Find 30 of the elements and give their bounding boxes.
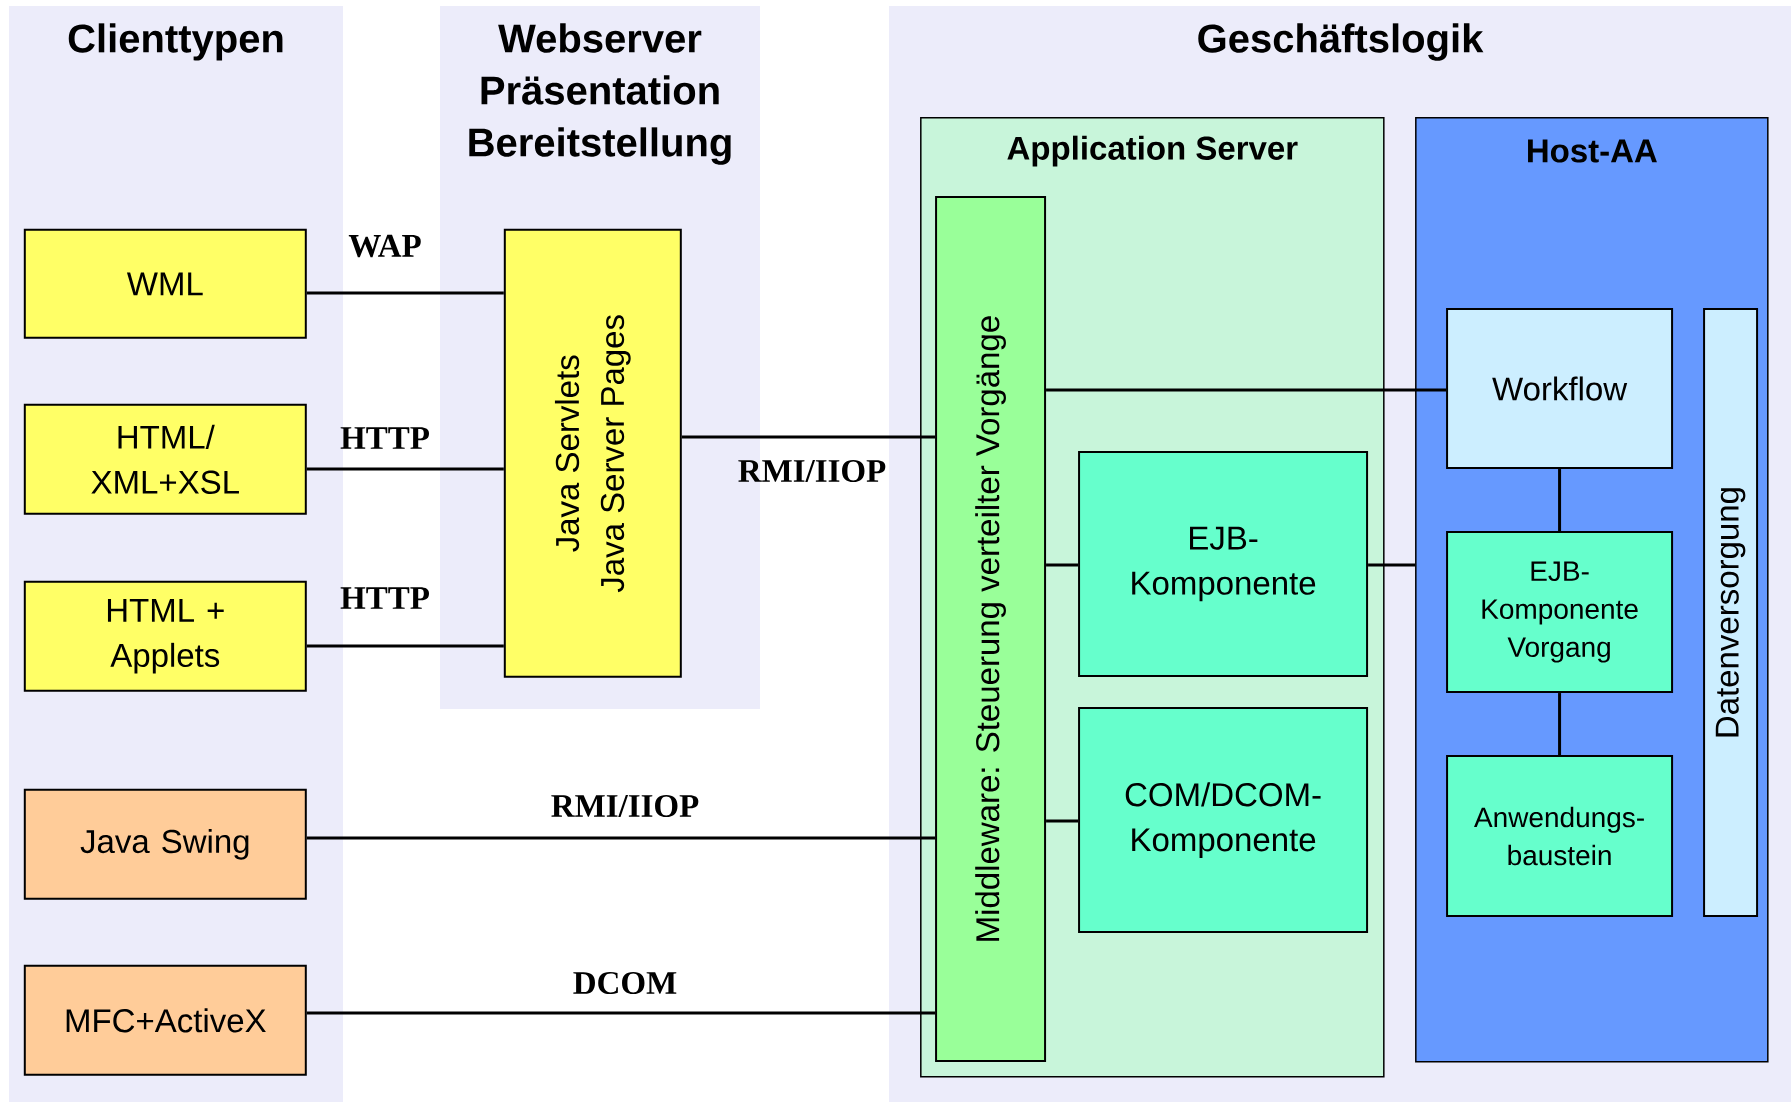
data-bar: Datenversorgung: [1703, 308, 1759, 918]
component-box: Anwendungs- baustein: [1446, 755, 1674, 918]
middleware-bar: Middleware: Steuerung verteilter Vorgänge: [935, 196, 1047, 1063]
client-box: MFC+ActiveX: [23, 964, 307, 1076]
component-box: COM/DCOM- Komponente: [1078, 707, 1369, 934]
webserver-box: Java Servlets Java Server Pages: [503, 228, 682, 678]
edge-label: HTTP: [340, 587, 429, 609]
edge-label: WAP: [348, 234, 421, 258]
edge-label: RMI/IIOP: [551, 794, 699, 818]
connector-line: [681, 435, 936, 439]
client-box: HTML/ XML+XSL: [23, 403, 307, 515]
connector-line: [1046, 563, 1079, 567]
component-box: Workflow: [1446, 308, 1674, 470]
connector-line: [306, 467, 504, 471]
connector-line: [306, 1011, 936, 1015]
connector-line: [1558, 693, 1562, 756]
connector-line: [306, 836, 936, 840]
connector-line: [1368, 563, 1416, 567]
connector-line: [1558, 469, 1562, 532]
edge-label: HTTP: [340, 427, 429, 449]
connector-line: [306, 644, 504, 648]
component-box: EJB- Komponente: [1078, 451, 1369, 678]
component-box: EJB- Komponente Vorgang: [1446, 531, 1674, 694]
edge-label: DCOM: [573, 971, 677, 995]
connector-line: [1046, 819, 1079, 823]
connector-line: [1046, 388, 1447, 392]
client-box: HTML + Applets: [23, 580, 307, 692]
client-box: Java Swing: [23, 788, 307, 900]
connector-line: [306, 291, 504, 295]
client-box: WML: [23, 228, 307, 339]
